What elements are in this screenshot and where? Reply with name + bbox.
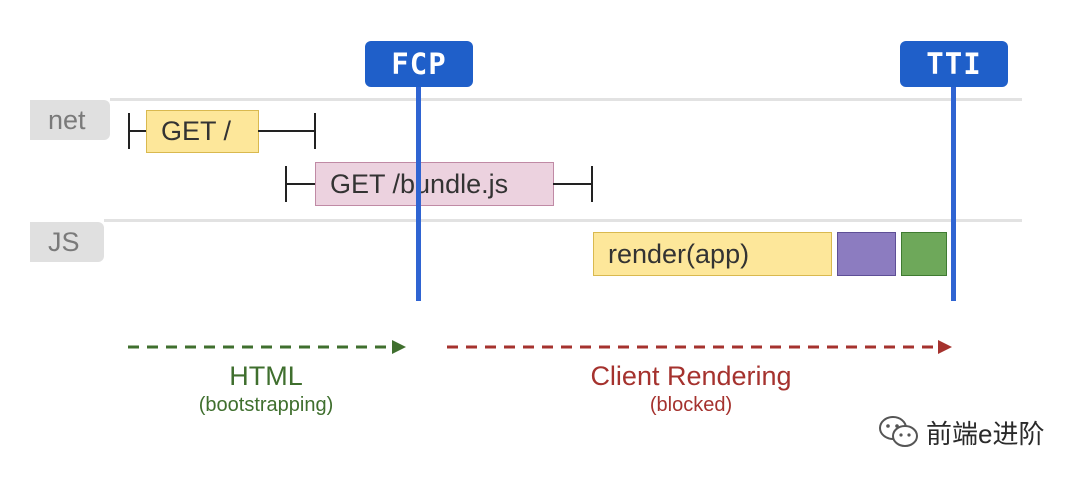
green-task-block	[901, 232, 947, 276]
client-phase-title: Client Rendering	[590, 361, 792, 391]
get-html-lead-line	[128, 130, 148, 132]
js-lane-line	[104, 219, 1022, 222]
get-bundle-tail-line	[553, 183, 593, 185]
js-lane-label: JS	[30, 222, 104, 262]
get-bundle-lead-line	[285, 183, 317, 185]
fcp-line	[416, 80, 421, 301]
html-phase-arrowhead	[392, 340, 406, 354]
wechat-icon	[879, 416, 918, 447]
watermark-text: 前端e进阶	[926, 418, 1045, 449]
render-app-task: render(app)	[593, 232, 832, 276]
get-bundle-request: GET /bundle.js	[315, 162, 554, 206]
net-lane-label: net	[30, 100, 110, 140]
get-html-end-cap	[314, 113, 316, 149]
tti-marker: TTI	[900, 41, 1008, 87]
html-phase-label: HTML (bootstrapping)	[166, 360, 366, 418]
get-bundle-end-cap	[591, 166, 593, 202]
watermark: 前端e进阶	[878, 412, 1044, 452]
html-phase-subtitle: (bootstrapping)	[198, 394, 334, 416]
html-phase-title: HTML	[229, 361, 303, 391]
client-phase-arrowhead	[938, 340, 952, 354]
net-lane-line	[110, 98, 1022, 101]
purple-task-block	[837, 232, 896, 276]
client-phase-subtitle: (blocked)	[649, 394, 733, 416]
tti-line	[951, 80, 956, 301]
get-html-tail-line	[258, 130, 316, 132]
get-html-request: GET /	[146, 110, 259, 153]
client-phase-label: Client Rendering (blocked)	[551, 360, 831, 418]
fcp-marker: FCP	[365, 41, 473, 87]
